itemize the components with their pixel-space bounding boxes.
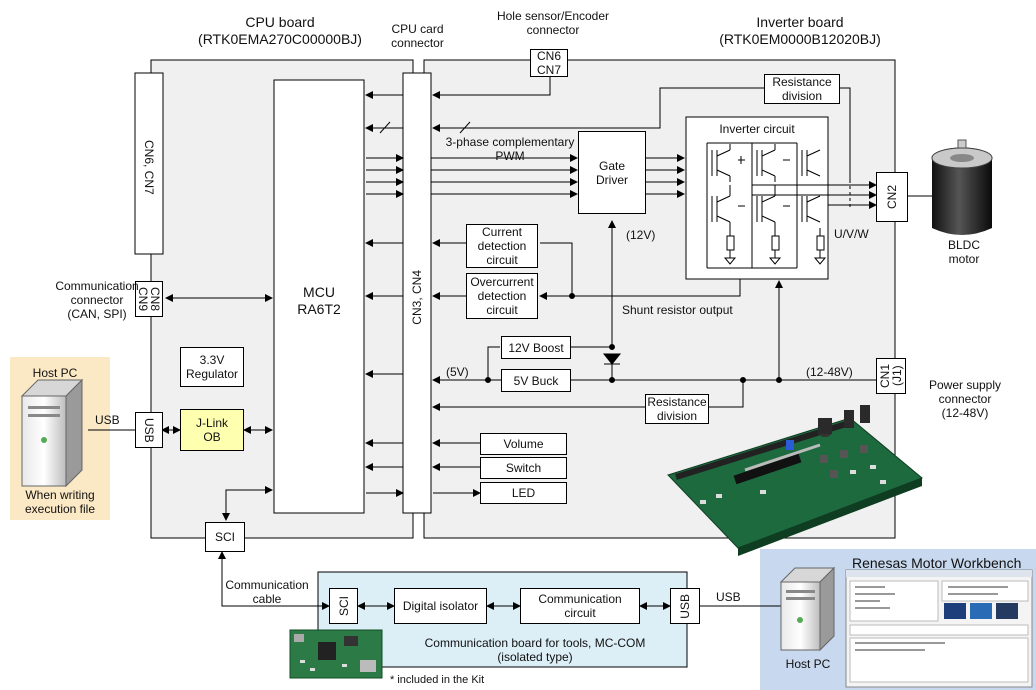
host-pc-left-title: Host PC [32, 366, 78, 380]
buck-box: 5V Buck [501, 369, 571, 392]
volume-box: Volume [480, 433, 567, 455]
host-pc-left-usb-label: USB [95, 413, 120, 427]
v12-label: (12V) [626, 228, 656, 242]
inverter-board-title: Inverter board(RTK0EM0000B12020BJ) [719, 14, 881, 47]
host-pc-right-icon [779, 566, 836, 652]
cn6-cn7-side-label: CN6, CN7 [142, 140, 156, 195]
bldc-motor-image [931, 139, 993, 235]
usb-right-label: USB [716, 590, 741, 604]
uvw-label: U/V/W [834, 227, 869, 241]
cn2-connector: CN2 [876, 172, 908, 222]
cn3-cn4-label: CN3, CN4 [410, 270, 424, 325]
inverter-switches-icon [706, 142, 832, 269]
cpu-board-title: CPU board(RTK0EMA270C00000BJ) [198, 14, 362, 47]
v5-label: (5V) [446, 365, 469, 379]
usb-cpu-connector: USB [135, 412, 163, 448]
usb-tools-connector: USB [670, 588, 700, 624]
v12-48-label: (12-48V) [806, 365, 853, 379]
workbench-screenshot-image [845, 569, 1033, 688]
cn8-cn9-connector: CN8 CN9 [135, 281, 163, 317]
workbench-host-pc-label: Host PC [785, 657, 831, 671]
inverter-circuit-label: Inverter circuit [719, 122, 795, 136]
boost-box: 12V Boost [501, 336, 571, 359]
mc-com-board-image [289, 629, 383, 679]
cn1-connector: CN1 (J1) [876, 358, 906, 394]
kit-board-image [667, 405, 923, 556]
workbench-title: Renesas Motor Workbench [852, 555, 1022, 571]
switch-box: Switch [480, 457, 567, 479]
sci-cpu-box: SCI [205, 522, 245, 552]
sci-tools-connector: SCI [329, 588, 358, 624]
tools-board-label: Communication board for tools, MC-COM(is… [424, 636, 646, 664]
led-box: LED [480, 482, 567, 504]
kit-note: * included in the Kit [390, 674, 485, 686]
digital-isolator-box: Digital isolator [394, 588, 487, 624]
host-pc-left-icon [20, 378, 84, 488]
shunt-label: Shunt resistor output [622, 303, 733, 317]
